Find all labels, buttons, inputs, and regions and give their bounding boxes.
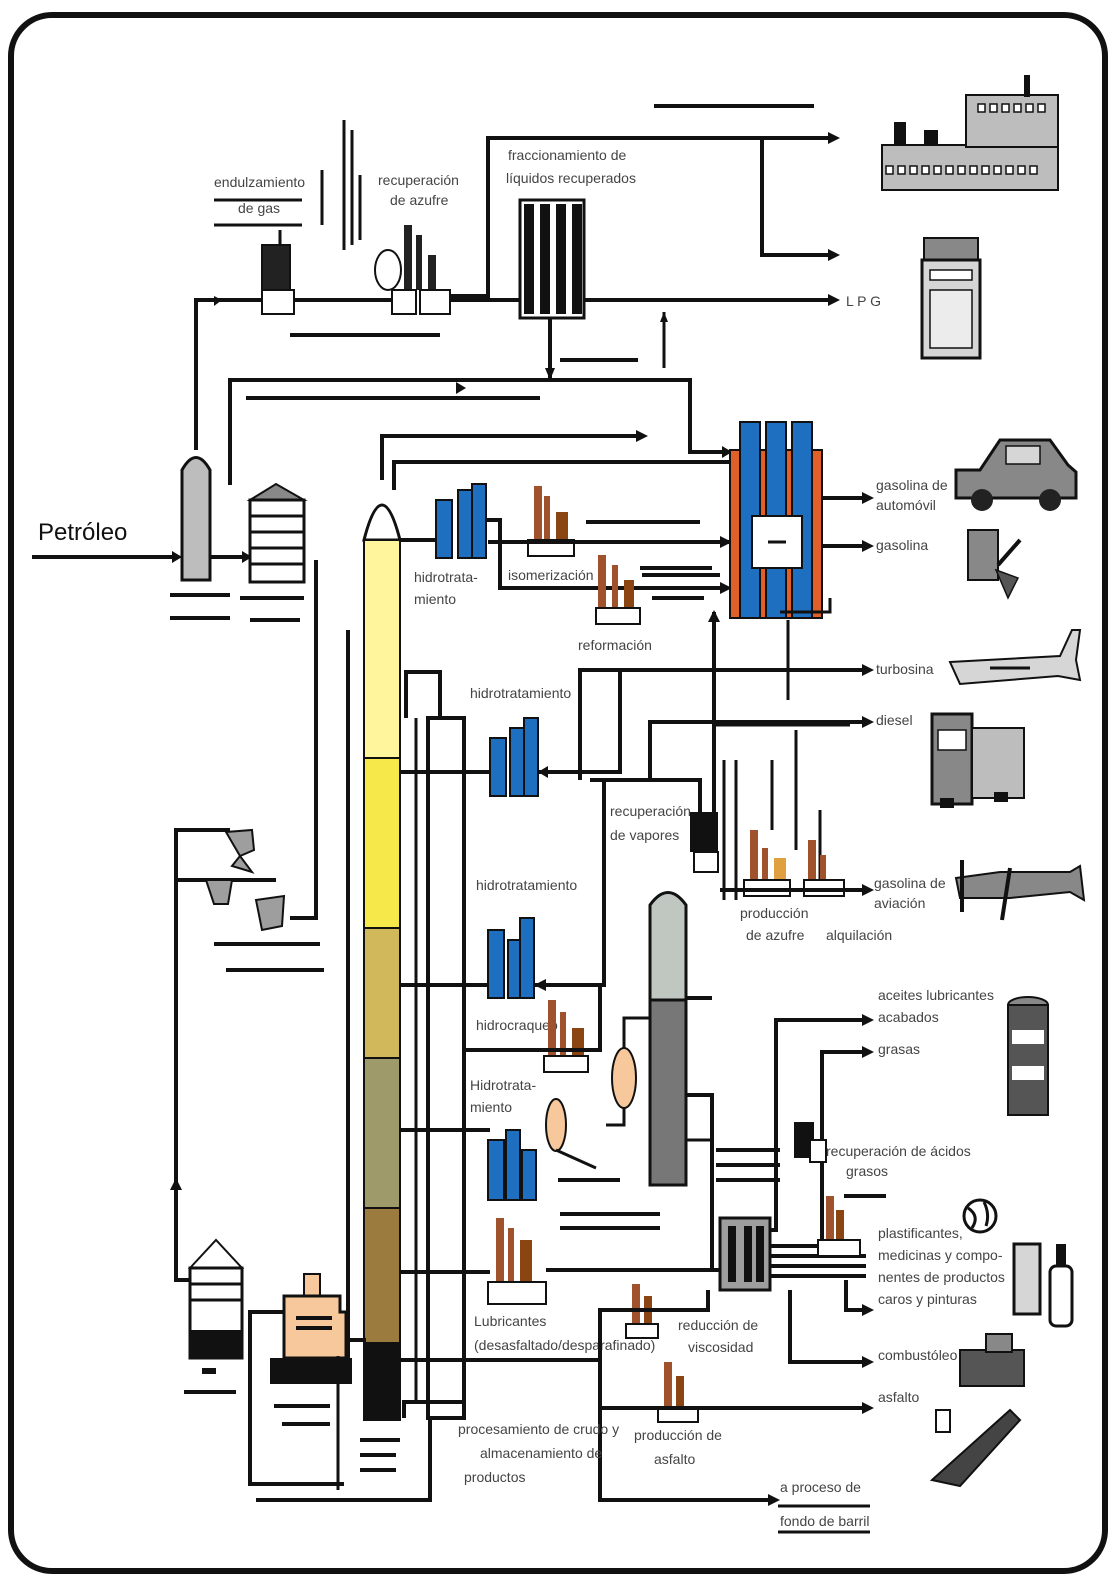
- propeller-plane-icon: [956, 860, 1084, 920]
- overhead-naphtha-line: [230, 380, 730, 485]
- car-icon: [956, 440, 1076, 511]
- asphalt-production-unit: producción de asfalto asfalto: [600, 1362, 919, 1467]
- vapor-recovery-label-1: recuperación: [610, 803, 691, 819]
- visbreaking-label-1: reducción de: [678, 1317, 758, 1333]
- naphtha-label: gasolina: [876, 537, 928, 553]
- isomerization-label: isomerización: [508, 567, 594, 583]
- petrochemicals-label-1: plastificantes,: [878, 1225, 963, 1241]
- bottom-storage-tank: [184, 1240, 242, 1392]
- fatty-acid-recovery-label-1: recuperación de ácidos: [826, 1143, 971, 1159]
- scale-icon: [932, 1410, 1020, 1486]
- resid-label-1: a proceso de: [780, 1479, 861, 1495]
- alkylation-label: alquilación: [826, 927, 892, 943]
- stove-icon: [922, 238, 980, 358]
- vapor-recovery-label-2: de vapores: [610, 827, 679, 843]
- hydrotreating-2-label: hidrotratamiento: [470, 685, 571, 701]
- diesel-label: diesel: [876, 712, 913, 728]
- fuel-oil-label: combustóleo: [878, 1347, 958, 1363]
- lubricants-label-2: (desasfaltado/desparafinado): [474, 1337, 655, 1353]
- vapor-recovery-unit: recuperación de vapores: [610, 610, 820, 900]
- hydrotreating-unit-4: Hidrotrata- miento: [470, 1077, 536, 1200]
- aviation-gasoline-label-1: gasolina de: [874, 875, 946, 891]
- hydrotreating-unit-2: hidrotratamiento: [470, 670, 620, 796]
- lpg-label: L P G: [846, 293, 881, 309]
- gas-sweetening-label-2: de gas: [238, 200, 280, 216]
- lube-oils-label-1: aceites lubricantes: [878, 987, 994, 1003]
- asphalt-production-label-1: producción de: [634, 1427, 722, 1443]
- side-stripper: [400, 672, 490, 1418]
- factory-icon: [882, 75, 1058, 190]
- jet-fuel-label: turbosina: [876, 661, 934, 677]
- hydrocracking-label: hidrocraqueo: [476, 1017, 558, 1033]
- hydrotreating-1-label-2: miento: [414, 591, 456, 607]
- bottle-icon: [1014, 1244, 1072, 1326]
- lubricants-label-1: Lubricantes: [474, 1313, 546, 1329]
- ngl-fractionation-label-2: líquidos recuperados: [506, 170, 636, 186]
- crude-distillation-column: [348, 505, 400, 1470]
- gas-sweetening-label-1: endulzamiento: [214, 174, 305, 190]
- grease-label: grasas: [878, 1041, 920, 1057]
- preflash-vessel: [170, 458, 252, 619]
- ngl-fractionation-unit: fraccionamiento de líquidos recuperados …: [450, 106, 881, 380]
- fatty-acid-recovery-label-2: grasos: [846, 1163, 888, 1179]
- petrochemicals-label-3: nentes de productos: [878, 1269, 1005, 1285]
- aviation-gasoline-label-2: aviación: [874, 895, 925, 911]
- crude-heater-pumps: [170, 560, 324, 1280]
- asphalt-label: asfalto: [878, 1389, 919, 1405]
- crude-preprocessing-label-3: productos: [464, 1469, 525, 1485]
- hydrotreating-4-label-2: miento: [470, 1099, 512, 1115]
- crude-preprocessing-label-1: procesamiento de crudo y: [458, 1421, 619, 1437]
- crude-heater-furnace: [250, 1274, 430, 1500]
- crude-input: Petróleo: [32, 519, 182, 563]
- hydrotreating-4-label-1: Hidrotrata-: [470, 1077, 536, 1093]
- reforming-label: reformación: [578, 637, 652, 653]
- alkylation-production-unit: producción de azufre: [740, 830, 809, 943]
- auto-gasoline-label-2: automóvil: [876, 497, 936, 513]
- asphalt-production-label-2: asfalto: [654, 1451, 695, 1467]
- crude-storage-tank: [240, 484, 304, 620]
- road-roller-icon: [960, 1334, 1024, 1386]
- globe-icon: [964, 1200, 996, 1232]
- visbreaking-label-2: viscosidad: [688, 1339, 753, 1355]
- airplane-icon: [950, 630, 1080, 684]
- crude-input-label: Petróleo: [38, 519, 127, 546]
- hydrotreating-3-label: hidrotratamiento: [476, 877, 577, 893]
- hydrotreating-1-label-1: hidrotrata-: [414, 569, 478, 585]
- reforming-unit: reformación: [578, 555, 712, 653]
- ngl-fractionation-label-1: fraccionamiento de: [508, 147, 627, 163]
- resid-label-2: fondo de barril: [780, 1513, 870, 1529]
- petrochemicals-label-4: caros y pinturas: [878, 1291, 977, 1307]
- crude-preprocessing-label-2: almacenamiento de: [480, 1445, 602, 1461]
- truck-icon: [932, 714, 1024, 808]
- petrochemicals-label-2: medicinas y compo-: [878, 1247, 1003, 1263]
- gasoline-blending-unit: gasolina de automóvil gasolina: [730, 422, 948, 618]
- lube-oils-label-2: acabados: [878, 1009, 939, 1025]
- gas-can-icon: [968, 530, 1020, 598]
- alkylation-production-label-2: de azufre: [746, 927, 805, 943]
- alkylation-production-label-1: producción: [740, 905, 809, 921]
- sulfur-recovery-label-2: de azufre: [390, 192, 449, 208]
- oil-drum-icon: [1008, 997, 1048, 1115]
- sulfur-recovery-label-1: recuperación: [378, 172, 459, 188]
- auto-gasoline-label-1: gasolina de: [876, 477, 948, 493]
